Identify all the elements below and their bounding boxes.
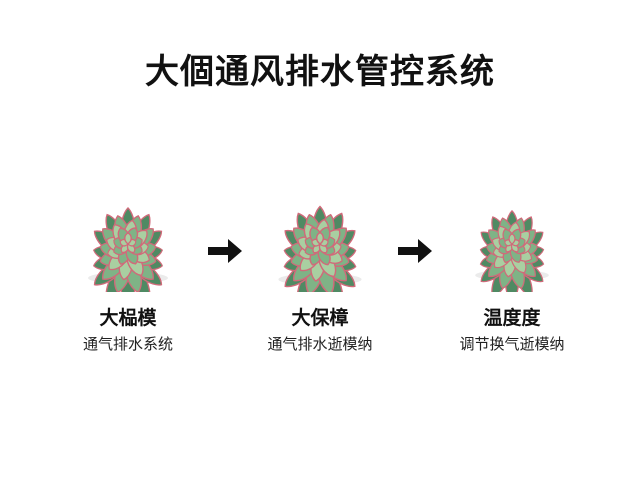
step-3: 温度度 调节换气逝模纳 bbox=[437, 196, 587, 354]
step-2-label: 大保樟 bbox=[291, 307, 349, 329]
step-1: 大榀模 通气排水系统 bbox=[53, 196, 203, 354]
arrow-right-icon bbox=[398, 239, 432, 263]
step-2: 大保樟 通气排水逝模纳 bbox=[245, 196, 395, 354]
step-1-sub: 通气排水系统 bbox=[82, 335, 173, 353]
succulent-icon bbox=[475, 209, 549, 292]
step-1-label: 大榀模 bbox=[99, 307, 157, 329]
arrow-right-icon bbox=[208, 239, 242, 263]
succulent-icon bbox=[278, 205, 362, 292]
step-3-sub: 调节换气逝模纳 bbox=[459, 335, 565, 353]
succulent-icon bbox=[88, 207, 168, 292]
step-2-sub: 通气排水逝模纳 bbox=[267, 335, 373, 353]
page-title: 大個通风排水管控系统 bbox=[145, 52, 495, 92]
step-3-label: 温度度 bbox=[483, 307, 541, 329]
